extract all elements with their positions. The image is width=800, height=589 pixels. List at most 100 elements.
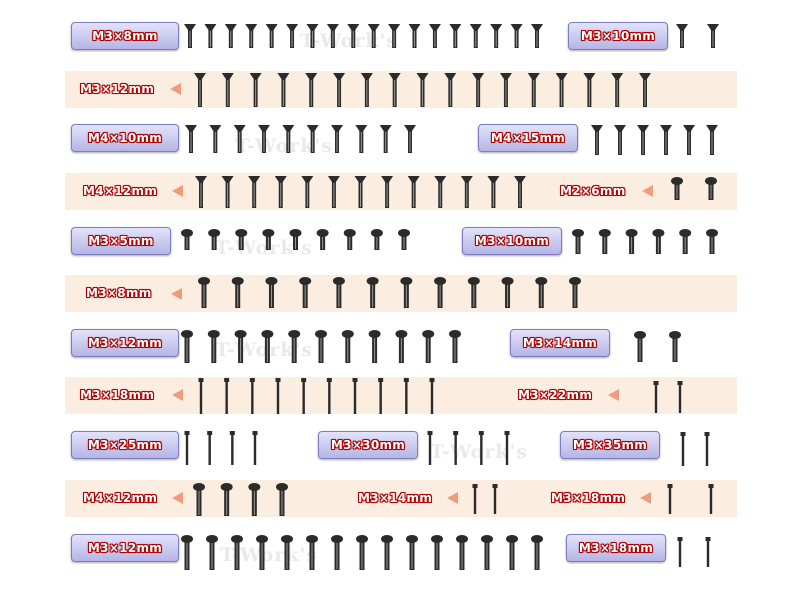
screw-icon	[492, 484, 498, 514]
screw-icon	[583, 73, 596, 107]
screw-icon	[653, 381, 659, 413]
screw-icon	[248, 176, 261, 208]
size-label: M3×14mm	[358, 491, 433, 505]
screw-icon	[677, 537, 683, 567]
screw-icon	[705, 177, 717, 200]
screw-icon	[427, 431, 433, 465]
screw-icon	[531, 24, 543, 48]
screw-icon	[591, 125, 603, 155]
screw-icon	[676, 24, 688, 48]
pointer-arrow-icon	[172, 389, 183, 401]
size-label: M3×18mm	[551, 491, 626, 505]
screw-icon	[327, 176, 340, 208]
screw-icon	[478, 431, 484, 465]
screw-icon	[231, 277, 244, 308]
screw-icon	[301, 176, 314, 208]
screw-icon	[598, 229, 611, 254]
screw-icon	[208, 229, 221, 250]
screw-icon	[185, 125, 197, 153]
screw-icon	[481, 535, 493, 570]
screw-icon	[289, 229, 302, 250]
screw-icon	[444, 73, 457, 107]
screw-icon	[428, 24, 441, 48]
screw-icon	[326, 24, 339, 48]
size-label: M3×30mm	[330, 438, 406, 452]
screw-icon	[256, 535, 268, 570]
screw-icon	[572, 229, 584, 254]
screw-icon	[398, 229, 410, 250]
screw-icon	[276, 483, 288, 516]
screw-icon	[282, 125, 295, 153]
screw-icon	[249, 378, 255, 414]
screw-icon	[299, 277, 312, 308]
size-badge-m3x10: M3×10mm	[462, 227, 562, 255]
size-badge-m3x25: M3×25mm	[71, 431, 179, 459]
screw-icon	[422, 330, 435, 363]
screw-icon	[277, 73, 290, 107]
screw-icon	[367, 24, 380, 48]
size-badge-m4x10: M4×10mm	[71, 124, 179, 152]
screw-icon	[306, 24, 319, 48]
screw-icon	[274, 176, 287, 208]
pointer-arrow-icon	[642, 185, 653, 197]
size-label: M3×14mm	[522, 336, 598, 350]
screw-icon	[614, 125, 626, 155]
screw-icon	[341, 330, 354, 363]
screw-icon	[224, 378, 230, 414]
size-badge-m3x12: M3×12mm	[71, 534, 179, 562]
screw-icon	[316, 229, 329, 250]
screw-icon	[381, 535, 393, 570]
pointer-arrow-icon	[172, 492, 183, 504]
screw-icon	[535, 277, 548, 308]
screw-icon	[181, 535, 193, 570]
screw-icon	[204, 24, 217, 48]
screw-icon	[704, 432, 710, 466]
size-label: M3×18mm	[80, 388, 155, 402]
screw-icon	[453, 431, 459, 465]
screw-icon	[229, 431, 235, 465]
pointer-arrow-icon	[171, 288, 182, 300]
screw-icon	[667, 484, 673, 514]
size-badge-m3x10: M3×10mm	[568, 22, 668, 50]
size-label: M3×8mm	[92, 29, 158, 43]
screw-icon	[625, 229, 638, 254]
size-label: M3×12mm	[87, 336, 163, 350]
screw-icon	[706, 125, 718, 155]
screw-icon	[499, 73, 512, 107]
screw-icon	[388, 24, 401, 48]
size-label: M4×10mm	[87, 131, 163, 145]
screw-icon	[680, 432, 686, 466]
screw-icon	[677, 381, 683, 413]
screw-icon	[514, 176, 526, 208]
screw-icon	[233, 125, 246, 153]
screw-icon	[467, 277, 480, 308]
size-label: M2×6mm	[560, 184, 626, 198]
screw-icon	[569, 277, 581, 308]
screw-icon	[669, 331, 681, 362]
screw-icon	[356, 535, 368, 570]
screw-icon	[194, 73, 206, 107]
screw-icon	[360, 73, 373, 107]
size-label: M3×18mm	[578, 541, 654, 555]
size-label: M3×10mm	[580, 29, 656, 43]
screw-icon	[434, 176, 447, 208]
size-label: M3×22mm	[518, 388, 593, 402]
screw-icon	[531, 535, 543, 570]
screw-icon	[429, 378, 435, 414]
screw-icon	[245, 24, 258, 48]
size-label: M3×5mm	[88, 234, 154, 248]
screw-icon	[333, 73, 346, 107]
screw-icon	[460, 176, 473, 208]
size-label: M3×12mm	[87, 541, 163, 555]
screw-icon	[231, 535, 243, 570]
screw-icon	[209, 125, 222, 153]
screw-icon	[368, 330, 381, 363]
watermark: T-Work's	[430, 441, 528, 463]
screw-icon	[416, 73, 429, 107]
screw-icon	[555, 73, 568, 107]
screw-icon	[206, 535, 218, 570]
screw-icon	[472, 484, 478, 514]
screw-icon	[406, 535, 418, 570]
screw-icon	[331, 535, 343, 570]
